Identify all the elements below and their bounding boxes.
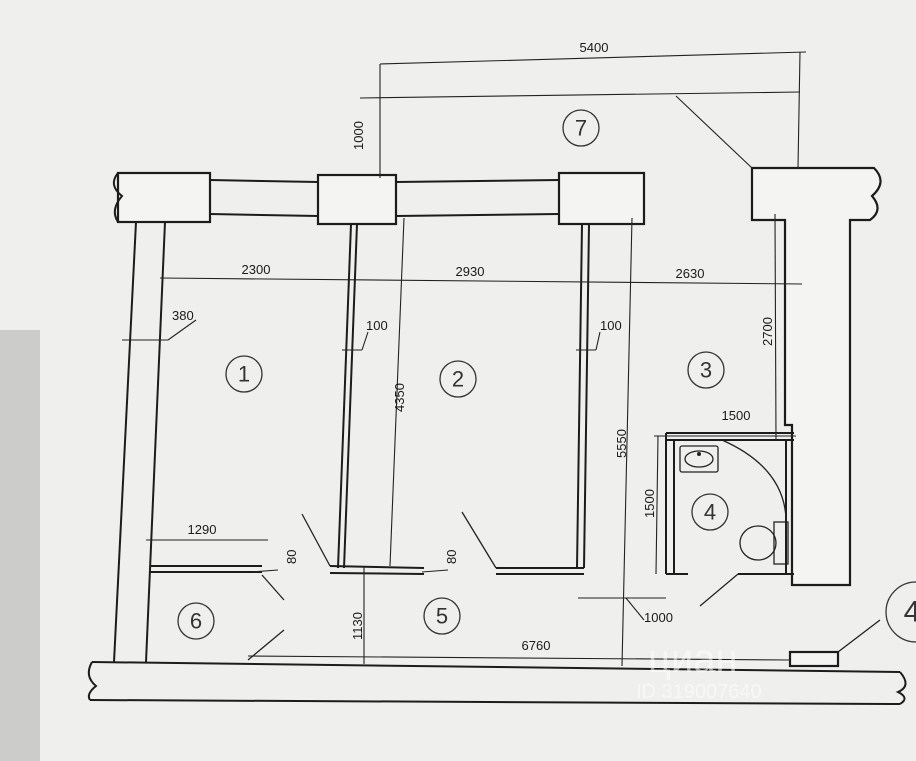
door-swings (247, 511, 739, 661)
dim-100-a: 100 (366, 318, 388, 333)
dimension-texts: 5400 1000 2300 2930 2630 380 100 100 435… (172, 40, 775, 653)
room-5-label: 5 (436, 604, 448, 629)
dim-2700: 2700 (760, 317, 775, 346)
dim-1000-bottom: 1000 (644, 610, 673, 625)
watermark-brand: циан (648, 637, 738, 681)
dim-380: 380 (172, 308, 194, 323)
dim-80-a: 80 (284, 550, 299, 564)
shower-arc (721, 439, 787, 531)
dim-4350: 4350 (392, 383, 407, 412)
dim-6760: 6760 (522, 638, 551, 653)
left-wall (113, 221, 166, 663)
dim-80-b: 80 (444, 550, 459, 564)
dim-1500-h: 1500 (722, 408, 751, 423)
room-3-label: 3 (700, 358, 712, 383)
dim-1290: 1290 (188, 522, 217, 537)
partition-1-2 (337, 223, 358, 569)
watermark-id: ID 319007640 (636, 681, 762, 703)
room-1-label: 1 (238, 362, 250, 387)
sink-icon (679, 445, 719, 473)
dim-1500-v: 1500 (642, 489, 657, 518)
dim-2630: 2630 (676, 266, 705, 281)
left-shadow (0, 330, 40, 761)
room-6-label: 6 (190, 609, 202, 634)
right-wall-block (750, 166, 882, 587)
corridor-walls (150, 565, 584, 575)
room-4-partial-label: 4 (904, 596, 916, 629)
dim-5550: 5550 (614, 429, 629, 458)
room-2-label: 2 (452, 367, 464, 392)
dim-1000-top: 1000 (351, 121, 366, 150)
toilet-icon (739, 521, 789, 565)
top-wall (112, 171, 646, 226)
partition-2-3 (576, 223, 590, 569)
room-4-label: 4 (704, 500, 716, 525)
room-labels: 1 2 3 4 5 6 7 4 (177, 109, 916, 640)
bathroom (665, 432, 794, 575)
dim-5400: 5400 (580, 40, 609, 55)
dim-2300: 2300 (242, 262, 271, 277)
bottom-right-niche (788, 581, 916, 668)
room-7-label: 7 (575, 116, 587, 141)
dim-1130: 1130 (350, 612, 365, 640)
watermark: циан ID 319007640 (636, 637, 762, 703)
dim-2930: 2930 (456, 264, 485, 279)
dimension-lines (122, 51, 807, 667)
dim-100-b: 100 (600, 318, 622, 333)
bottom-wall (87, 661, 907, 705)
